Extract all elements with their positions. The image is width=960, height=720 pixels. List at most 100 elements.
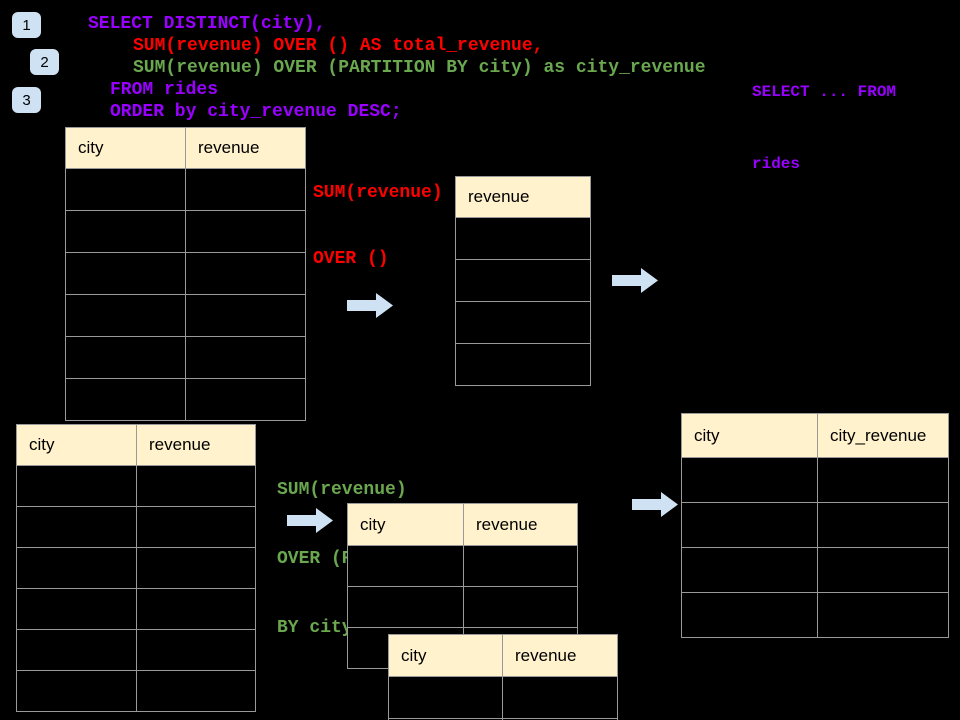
empty-cell xyxy=(186,211,306,253)
from-rides-note-line1: SELECT ... FROM xyxy=(752,83,897,101)
empty-cell xyxy=(348,587,464,628)
table-total-revenue-result: revenue xyxy=(455,176,591,386)
table-row xyxy=(17,630,256,671)
empty-cell xyxy=(66,337,186,379)
table-row xyxy=(17,507,256,548)
table-row xyxy=(682,503,949,548)
empty-cell xyxy=(66,253,186,295)
empty-cell xyxy=(186,169,306,211)
empty-cell xyxy=(66,379,186,421)
total-revenue-label: SUM(revenue) OVER () xyxy=(313,138,443,314)
from-rides-note: SELECT ... FROM rides xyxy=(752,32,896,224)
empty-cell xyxy=(818,503,949,548)
empty-cell xyxy=(17,589,137,630)
empty-cell xyxy=(456,260,591,302)
empty-cell xyxy=(348,546,464,587)
empty-cell xyxy=(186,337,306,379)
partition-label-line1: SUM(revenue) xyxy=(277,480,407,500)
column-header-city: city xyxy=(389,635,503,677)
table-row xyxy=(66,211,306,253)
table-row xyxy=(389,677,618,719)
sql-line-partition: SUM(revenue) OVER (PARTITION BY city) as… xyxy=(133,58,706,78)
total-revenue-label-line2: OVER () xyxy=(313,249,389,269)
step-badge-2: 2 xyxy=(30,49,59,75)
empty-cell xyxy=(682,503,818,548)
empty-cell xyxy=(137,671,256,712)
empty-cell xyxy=(456,302,591,344)
table-city-revenue-result: city city_revenue xyxy=(681,413,949,638)
empty-cell xyxy=(464,587,578,628)
step-badge-1: 1 xyxy=(12,12,41,38)
sql-line-total: SUM(revenue) OVER () AS total_revenue, xyxy=(133,36,544,56)
table-row xyxy=(456,218,591,260)
table-header-row: city revenue xyxy=(389,635,618,677)
sql-line-from: FROM rides xyxy=(110,80,219,100)
empty-cell xyxy=(818,548,949,593)
empty-cell xyxy=(137,548,256,589)
table-partition-b: city revenue xyxy=(388,634,618,720)
column-header-revenue: revenue xyxy=(456,177,591,218)
table-source-top: city revenue xyxy=(65,127,306,421)
table-header-row: city revenue xyxy=(348,504,578,546)
empty-cell xyxy=(682,593,818,638)
empty-cell xyxy=(137,589,256,630)
empty-cell xyxy=(503,677,618,719)
empty-cell xyxy=(682,548,818,593)
table-row xyxy=(17,548,256,589)
column-header-revenue: revenue xyxy=(503,635,618,677)
empty-cell xyxy=(456,218,591,260)
empty-cell xyxy=(389,677,503,719)
table-header-row: city city_revenue xyxy=(682,414,949,458)
empty-cell xyxy=(66,169,186,211)
empty-cell xyxy=(17,630,137,671)
right-arrow-icon xyxy=(612,268,658,293)
table-header-row: city revenue xyxy=(17,425,256,466)
table-header-row: revenue xyxy=(456,177,591,218)
empty-cell xyxy=(456,344,591,386)
table-row xyxy=(456,260,591,302)
column-header-revenue: revenue xyxy=(137,425,256,466)
empty-cell xyxy=(818,458,949,503)
table-row xyxy=(66,253,306,295)
column-header-city-revenue: city_revenue xyxy=(818,414,949,458)
empty-cell xyxy=(464,546,578,587)
table-source-bottom: city revenue xyxy=(16,424,256,712)
empty-cell xyxy=(17,671,137,712)
empty-cell xyxy=(17,507,137,548)
from-rides-note-line2: rides xyxy=(752,155,801,173)
empty-cell xyxy=(818,593,949,638)
column-header-revenue: revenue xyxy=(464,504,578,546)
column-header-city: city xyxy=(682,414,818,458)
right-arrow-icon xyxy=(632,492,678,517)
empty-cell xyxy=(186,379,306,421)
empty-cell xyxy=(186,253,306,295)
column-header-city: city xyxy=(348,504,464,546)
table-row xyxy=(66,337,306,379)
empty-cell xyxy=(66,295,186,337)
column-header-city: city xyxy=(17,425,137,466)
table-row xyxy=(348,546,578,587)
table-row xyxy=(66,379,306,421)
table-row xyxy=(348,587,578,628)
table-row xyxy=(17,589,256,630)
sql-line-select: SELECT DISTINCT(city), xyxy=(88,14,326,34)
empty-cell xyxy=(17,548,137,589)
table-row xyxy=(17,466,256,507)
table-row xyxy=(66,295,306,337)
empty-cell xyxy=(137,630,256,671)
empty-cell xyxy=(186,295,306,337)
table-row xyxy=(17,671,256,712)
step-badge-3: 3 xyxy=(12,87,41,113)
empty-cell xyxy=(137,507,256,548)
empty-cell xyxy=(137,466,256,507)
total-revenue-label-line1: SUM(revenue) xyxy=(313,183,443,203)
sql-line-order: ORDER by city_revenue DESC; xyxy=(110,102,402,122)
column-header-city: city xyxy=(66,128,186,169)
table-row xyxy=(66,169,306,211)
table-row xyxy=(682,458,949,503)
table-row xyxy=(682,593,949,638)
table-row xyxy=(456,344,591,386)
table-row xyxy=(456,302,591,344)
column-header-revenue: revenue xyxy=(186,128,306,169)
